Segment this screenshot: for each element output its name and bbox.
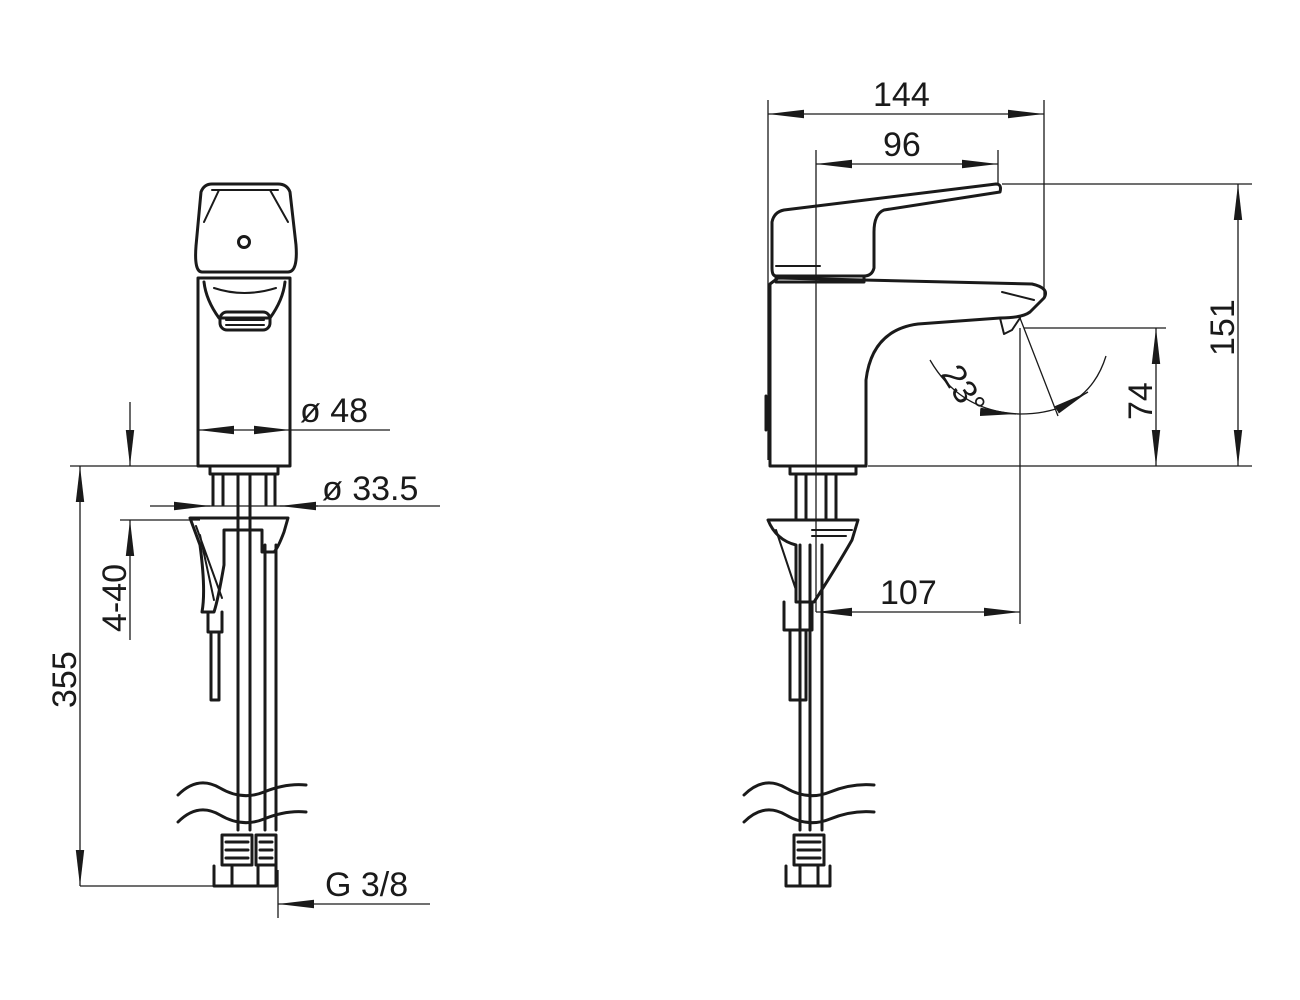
label-lever-reach: 96: [883, 126, 921, 164]
front-lever-facet: [203, 189, 289, 223]
break-line-side-2: [742, 808, 876, 825]
front-lever-handle: [194, 182, 298, 274]
label-spout-reach: 107: [880, 574, 937, 612]
dim-total-height: 151: [868, 183, 1252, 467]
front-base-nuts: [212, 864, 278, 888]
spout-inner-rim: [213, 287, 277, 294]
dim-spout-reach: 107: [816, 328, 1021, 624]
label-diameter-shank: ø 33.5: [322, 470, 418, 508]
side-threaded-rod: [782, 600, 814, 702]
front-body: [196, 276, 292, 468]
bracket-detail: [195, 525, 223, 601]
base-ring: [208, 464, 280, 476]
front-mounting-bracket: [188, 516, 290, 614]
label-diameter-body: ø 48: [300, 392, 368, 430]
side-bracket-detail: [775, 529, 853, 591]
label-deck-thickness: 4-40: [96, 564, 134, 632]
label-spout-angle: 23°: [933, 358, 992, 422]
label-total-height: 151: [1204, 299, 1242, 356]
hose-right: [263, 472, 278, 832]
break-line-side-1: [742, 781, 876, 798]
dim-diameter-body: ø 48: [198, 392, 390, 435]
dim-thread: G 3/8: [277, 866, 430, 918]
threaded-rod: [206, 610, 224, 702]
side-hoses: [794, 472, 838, 832]
break-line-front-1: [176, 781, 308, 798]
dim-spout-angle: 23°: [929, 317, 1107, 422]
label-thread: G 3/8: [325, 866, 408, 904]
dim-total-length: 355: [46, 466, 214, 887]
label-spout-height: 74: [1122, 382, 1160, 420]
dim-spout-height: 74: [1024, 327, 1166, 466]
dim-deck-thickness: 4-40: [70, 402, 200, 640]
side-mounting-bracket: [766, 518, 860, 604]
front-view: ø 48 ø 33.5 4-40 355 G 3/8: [46, 182, 440, 918]
break-line-front-2: [176, 808, 308, 825]
label-total-length: 355: [46, 651, 84, 708]
side-base-ring: [788, 464, 858, 476]
dim-lever-reach: 96: [815, 126, 999, 612]
lever-indicator-dot: [237, 235, 251, 249]
side-view: 144 96 151 74 107: [742, 76, 1252, 888]
side-body-spout: [768, 276, 1047, 468]
spout-opening: [202, 280, 287, 320]
dim-diameter-shank: ø 33.5: [150, 470, 440, 511]
hose-left: [211, 472, 252, 832]
aerator-grid: [225, 319, 265, 326]
aerator: [218, 310, 272, 332]
dim-total-depth: 144: [767, 76, 1045, 460]
front-hose-nuts: [220, 833, 278, 867]
label-total-depth: 144: [873, 76, 930, 114]
side-lever: [770, 182, 1002, 278]
side-hose-nuts: [784, 833, 832, 888]
side-spout-tip: [999, 291, 1035, 335]
